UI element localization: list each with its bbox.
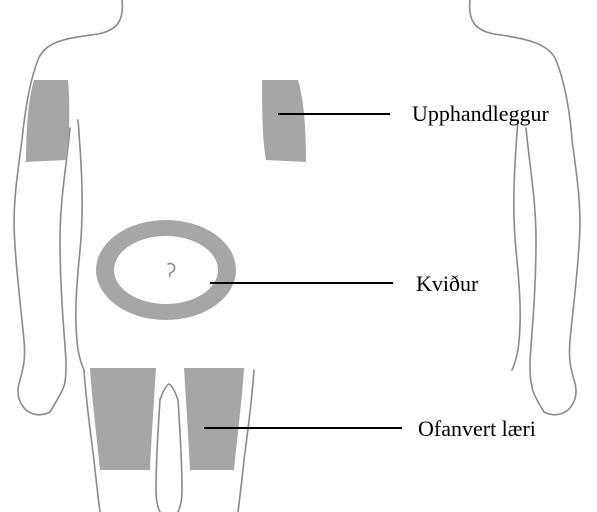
- left-leg-inner: [156, 400, 160, 512]
- torso-left-side: [76, 120, 84, 370]
- thigh-zone-right: [184, 368, 244, 470]
- right-arm-inner-2: [532, 386, 544, 412]
- abdomen-zone: [96, 220, 236, 320]
- thigh-label: Ofanvert læri: [418, 416, 536, 441]
- thigh-zone-left: [90, 368, 156, 470]
- upper-arm-zone-right: [262, 80, 306, 162]
- injection-zones: [26, 80, 306, 470]
- left-arm-inner-2: [50, 386, 64, 412]
- torso-outline: [14, 0, 122, 415]
- upper-arm-label: Upphandleggur: [412, 101, 550, 126]
- crotch-line: [160, 384, 178, 400]
- abdomen-label: Kviður: [416, 271, 479, 296]
- upper-arm-zone-left: [26, 80, 69, 162]
- left-arm-inner: [60, 128, 70, 386]
- navel: [168, 263, 175, 276]
- right-arm-inner: [526, 128, 536, 386]
- torso-right-side: [512, 120, 520, 370]
- right-leg-inner: [178, 400, 182, 512]
- torso-outline-right: [470, 0, 580, 415]
